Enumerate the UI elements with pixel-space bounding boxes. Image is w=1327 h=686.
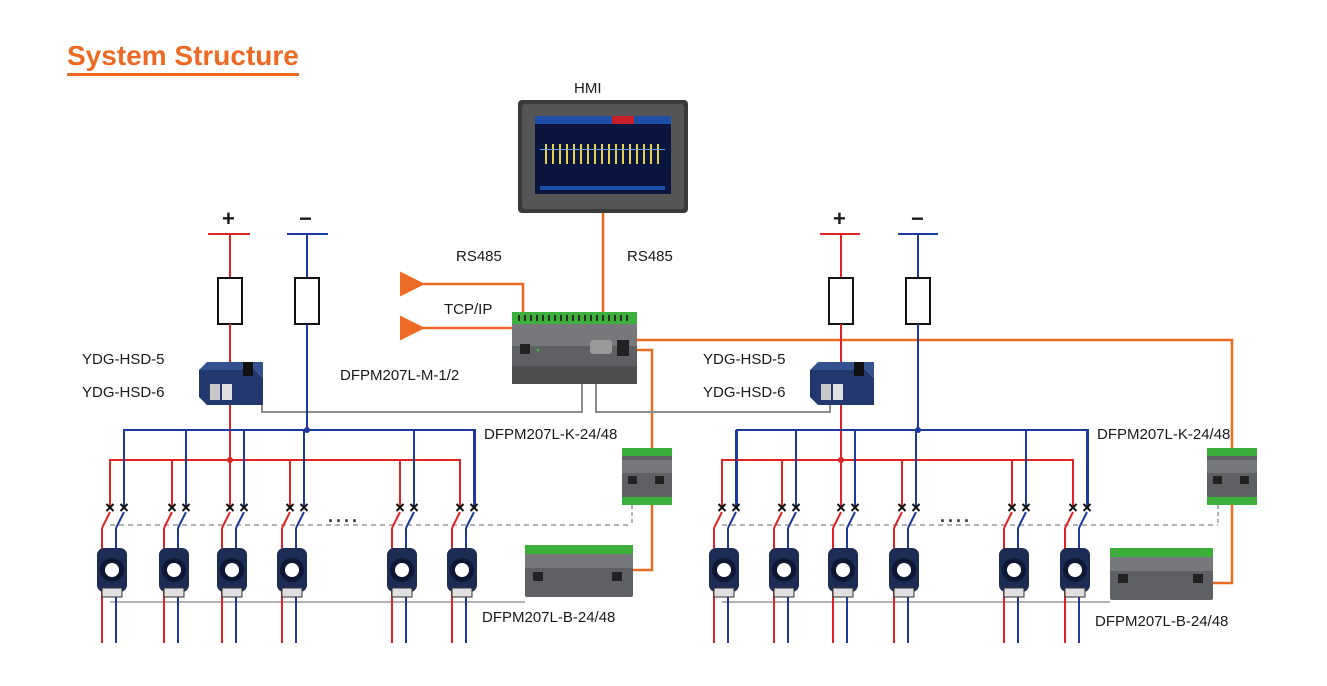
feeder-circuit xyxy=(769,430,801,643)
feeder-circuit xyxy=(447,430,479,643)
hall-sensor-icon[interactable] xyxy=(199,362,263,405)
ellipsis-right: .... xyxy=(940,506,972,526)
feeder-circuit xyxy=(999,430,1031,643)
switch-icon xyxy=(465,503,479,529)
b-module-left-icon[interactable] xyxy=(525,545,633,597)
feeder-circuits xyxy=(97,430,1092,643)
switch-icon xyxy=(235,503,249,529)
feeder-circuit xyxy=(828,430,860,643)
feeder-circuit xyxy=(97,430,129,643)
switch-icon xyxy=(846,503,860,529)
current-transformer-icon xyxy=(709,548,739,598)
switch-icon xyxy=(295,503,309,529)
hall-sensor-icon[interactable] xyxy=(810,362,874,405)
fuse-icon xyxy=(217,277,243,325)
switch-icon xyxy=(221,503,235,529)
switch-icon xyxy=(1064,503,1078,529)
fuse-icon xyxy=(294,277,320,325)
k-module-left-label: DFPM207L-K-24/48 xyxy=(484,426,617,443)
current-transformer-icon xyxy=(97,548,127,598)
rs485-label-right: RS485 xyxy=(627,248,673,265)
feeder-circuit xyxy=(217,430,249,643)
current-transformer-icon xyxy=(999,548,1029,598)
master-module-label: DFPM207L-M-1/2 xyxy=(340,367,459,384)
switch-icon xyxy=(907,503,921,529)
hmi-label: HMI xyxy=(574,80,602,97)
left-power-section: + − xyxy=(109,206,476,508)
current-transformer-icon xyxy=(447,548,477,598)
switch-icon xyxy=(177,503,191,529)
hmi-touchscreen-icon[interactable] xyxy=(518,100,688,213)
current-transformer-icon xyxy=(387,548,417,598)
fuse-icon xyxy=(828,277,854,325)
switch-icon xyxy=(713,503,727,529)
feeder-circuit xyxy=(889,430,921,643)
plus-right-label: + xyxy=(833,206,846,231)
switch-icon xyxy=(281,503,295,529)
switch-icon xyxy=(1078,503,1092,529)
feeder-circuit xyxy=(277,430,309,643)
feeder-circuit xyxy=(159,430,191,643)
switch-icon xyxy=(832,503,846,529)
switch-icon xyxy=(773,503,787,529)
master-module-icon[interactable] xyxy=(512,312,637,384)
minus-left-label: − xyxy=(299,206,312,231)
b-module-left-label: DFPM207L-B-24/48 xyxy=(482,609,615,626)
current-transformer-icon xyxy=(769,548,799,598)
switch-icon xyxy=(391,503,405,529)
current-transformer-icon xyxy=(1060,548,1090,598)
fuse-icon xyxy=(905,277,931,325)
switch-icon xyxy=(101,503,115,529)
k-module-right-label: DFPM207L-K-24/48 xyxy=(1097,426,1230,443)
sensor-right-label-1: YDG-HSD-5 xyxy=(703,351,786,368)
tcpip-label: TCP/IP xyxy=(444,301,492,318)
switch-icon xyxy=(727,503,741,529)
rs485-arrow-icon xyxy=(400,271,525,313)
switch-icon xyxy=(405,503,419,529)
switch-icon xyxy=(1003,503,1017,529)
current-transformer-icon xyxy=(889,548,919,598)
k-module-right-icon[interactable] xyxy=(1207,448,1257,505)
switch-icon xyxy=(451,503,465,529)
feeder-circuit xyxy=(709,430,741,643)
sensor-left-label-1: YDG-HSD-5 xyxy=(82,351,165,368)
feeder-circuit xyxy=(387,430,419,643)
sensor-right-label-2: YDG-HSD-6 xyxy=(703,384,786,401)
page-title: System Structure xyxy=(67,40,299,76)
current-transformer-icon xyxy=(159,548,189,598)
k-module-left-icon[interactable] xyxy=(622,448,672,505)
rs485-label-left: RS485 xyxy=(456,248,502,265)
switch-icon xyxy=(893,503,907,529)
plus-left-label: + xyxy=(222,206,235,231)
switch-icon xyxy=(787,503,801,529)
switch-icon xyxy=(1017,503,1031,529)
minus-right-label: − xyxy=(911,206,924,231)
current-transformer-icon xyxy=(277,548,307,598)
current-transformer-icon xyxy=(828,548,858,598)
b-module-right-label: DFPM207L-B-24/48 xyxy=(1095,613,1228,630)
feeder-circuit xyxy=(1060,430,1092,643)
switch-icon xyxy=(163,503,177,529)
sensor-left-label-2: YDG-HSD-6 xyxy=(82,384,165,401)
switch-icon xyxy=(115,503,129,529)
ellipsis-left: .... xyxy=(328,506,360,526)
b-module-right-icon[interactable] xyxy=(1110,548,1213,600)
current-transformer-icon xyxy=(217,548,247,598)
